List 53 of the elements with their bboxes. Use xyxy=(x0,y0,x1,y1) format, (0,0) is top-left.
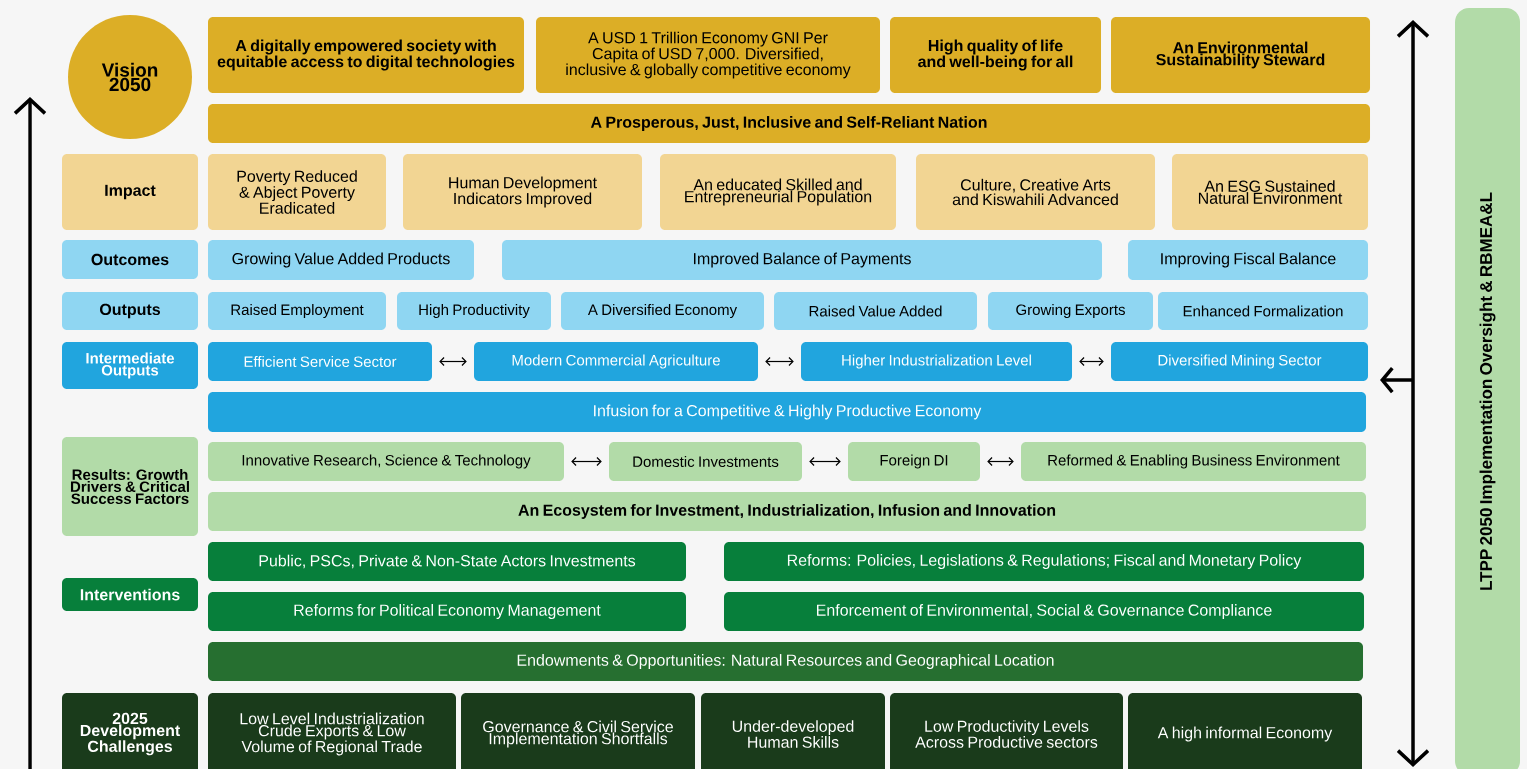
challenge-box: Governance & Civil Service Implementation Shortfalls xyxy=(461,693,695,769)
double-arrow xyxy=(1079,356,1104,367)
goal-box: A digitally empowered society with equitable access to digital technologies xyxy=(208,17,524,93)
output-box: Raised Value Added xyxy=(774,292,977,330)
level-label: Outcomes xyxy=(62,240,198,279)
intervention-box: Reforms for Political Economy Management xyxy=(208,592,686,631)
output-box: A Diversified Economy xyxy=(561,292,764,330)
output-box: Growing Exports xyxy=(988,292,1153,330)
outcome-box: Improved Balance of Payments xyxy=(502,240,1102,280)
challenge-box: A high informal Economy xyxy=(1128,693,1362,769)
level-label: Intermediate Outputs xyxy=(62,342,198,389)
goal-box: High quality of life and well-being for all xyxy=(890,17,1101,93)
level-label: Results: Growth Drivers & Critical Success Factors xyxy=(62,437,198,536)
level-label: Impact xyxy=(62,154,198,230)
level-label: Interventions xyxy=(62,578,198,611)
summary-banner: An Ecosystem for Investment, Industrialization, Infusion and Innovation xyxy=(208,492,1366,531)
double-arrow xyxy=(987,456,1014,467)
impact-box: Human Development Indicators Improved xyxy=(403,154,642,230)
challenge-box: Low Level Industrialization Crude Exports & Low Volume of Regional Trade xyxy=(208,693,456,769)
sector-box: Efficient Service Sector xyxy=(208,342,432,381)
double-arrow xyxy=(809,456,841,467)
double-arrow xyxy=(765,356,794,367)
goal-box: An Environmental Sustainability Steward xyxy=(1111,17,1370,93)
sector-box: Diversified Mining Sector xyxy=(1111,342,1368,381)
outcome-box: Improving Fiscal Balance xyxy=(1128,240,1368,280)
level-label: 2025 Development Challenges xyxy=(62,693,198,769)
level-label: Outputs xyxy=(62,292,198,330)
intervention-box: Public, PSCs, Private & Non-State Actors Investments xyxy=(208,542,686,581)
driver-box: Domestic Investments xyxy=(609,442,802,481)
double-arrow xyxy=(571,456,602,467)
impact-box: An educated Skilled and Entrepreneurial Population xyxy=(660,154,896,230)
output-box: Enhanced Formalization xyxy=(1158,292,1368,330)
outcome-box: Growing Value Added Products xyxy=(208,240,474,280)
vision-banner: A Prosperous, Just, Inclusive and Self-Reliant Nation xyxy=(208,104,1370,143)
summary-banner: Infusion for a Competitive & Highly Productive Economy xyxy=(208,392,1366,432)
output-box: High Productivity xyxy=(397,292,551,330)
goal-box: A USD 1 Trillion Economy GNI Per Capita of USD 7,000. Diversified, inclusive & globally competitive economy xyxy=(536,17,880,93)
driver-box: Innovative Research, Science & Technology xyxy=(208,442,564,481)
double-arrow xyxy=(439,356,467,367)
intervention-box: Enforcement of Environmental, Social & Governance Compliance xyxy=(724,592,1364,631)
impact-box: Poverty Reduced & Abject Poverty Eradicated xyxy=(208,154,386,230)
intervention-box: Reforms: Policies, Legislations & Regulations; Fiscal and Monetary Policy xyxy=(724,542,1364,581)
driver-box: Reformed & Enabling Business Environment xyxy=(1021,442,1366,481)
output-box: Raised Employment xyxy=(208,292,386,330)
driver-box: Foreign DI xyxy=(848,442,980,481)
sector-box: Modern Commercial Agriculture xyxy=(474,342,758,381)
impact-box: An ESG Sustained Natural Environment xyxy=(1172,154,1368,230)
challenge-box: Low Productivity Levels Across Productive sectors xyxy=(890,693,1123,769)
summary-banner: Endowments & Opportunities: Natural Resources and Geographical Location xyxy=(208,642,1363,681)
sector-box: Higher Industrialization Level xyxy=(801,342,1072,381)
challenge-box: Under-developed Human Skills xyxy=(701,693,885,769)
oversight-bar: LTPP 2050 Implementation Oversight & RBMEA&L xyxy=(1455,8,1520,769)
impact-box: Culture, Creative Arts and Kiswahili Advanced xyxy=(916,154,1155,230)
